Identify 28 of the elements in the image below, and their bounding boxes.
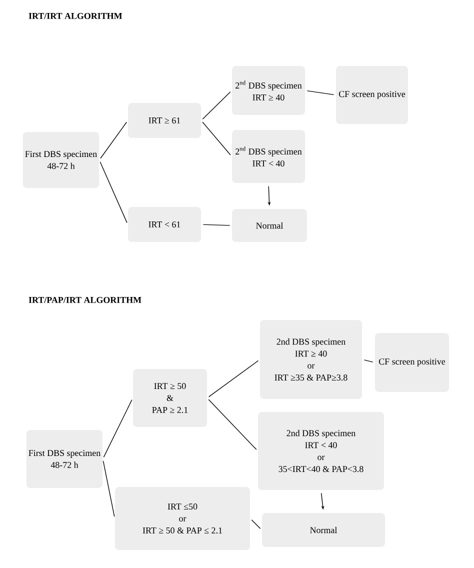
connector — [364, 360, 374, 362]
process-box: First DBS specimen 48-72 h — [22, 132, 100, 188]
connector — [306, 90, 334, 96]
process-box: First DBS specimen 48-72 h — [26, 430, 103, 488]
heading: IRT/PAP/IRT ALGORITHM — [28, 297, 142, 304]
connector — [202, 122, 231, 156]
connector — [208, 399, 257, 450]
connector — [103, 399, 132, 458]
connector — [202, 224, 230, 226]
process-box: CF screen positive — [375, 333, 449, 392]
process-box: Normal — [262, 513, 385, 547]
process-box: Normal — [232, 209, 307, 242]
process-box: 2nd DBS specimen IRT ≥ 40 or IRT ≥35 & PAP≥3.8 — [260, 320, 362, 399]
process-box: IRT ≥ 61 — [128, 103, 201, 138]
process-box: 2$^{nd}$ DBS specimen IRT < 40 — [232, 130, 305, 183]
connector — [100, 122, 127, 159]
connector — [102, 460, 115, 517]
process-box: 2$^{nd}$ DBS specimen IRT ≥ 40 — [232, 66, 305, 115]
connector — [202, 92, 231, 120]
process-box: 2nd DBS specimen IRT < 40 or 35<IRT<40 & PAP<3.8 — [258, 412, 384, 490]
connector — [100, 161, 128, 224]
process-box: IRT ≥ 50 & PAP ≥ 2.1 — [133, 369, 207, 427]
connector — [251, 520, 261, 529]
process-box: CF screen positive — [336, 66, 408, 124]
heading: IRT/IRT ALGORITHM — [28, 13, 122, 20]
process-box: IRT ≤50 or IRT ≥ 50 & PAP ≤ 2.1 — [115, 487, 250, 550]
connector — [208, 360, 259, 398]
process-box: IRT < 61 — [128, 207, 201, 242]
